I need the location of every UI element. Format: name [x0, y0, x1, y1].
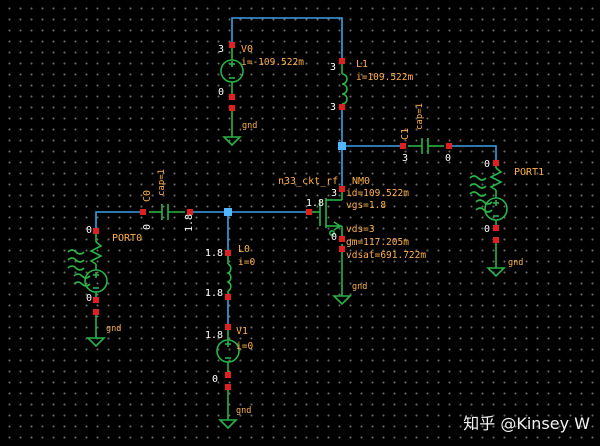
v1-gnd-label: gnd: [236, 406, 251, 416]
l0-current: i=0: [238, 257, 255, 268]
c0-capacitor[interactable]: [140, 204, 193, 220]
nm0-id: id=109.522m: [346, 188, 409, 199]
l1-inductor[interactable]: [339, 58, 348, 110]
v0-name: V0: [241, 44, 253, 55]
port1-name: PORT1: [514, 167, 544, 178]
l1-pin-bottom-voltage: 3: [330, 102, 336, 113]
nm0-name: NM0: [352, 176, 370, 187]
nm0-vdsat: vdsat=691.722m: [346, 250, 426, 261]
port1[interactable]: [469, 160, 508, 278]
v0-pin-bottom-voltage: 0: [218, 87, 224, 98]
v1-pin-bottom-voltage: 0: [212, 374, 218, 385]
nm0-vds: vds=3: [346, 224, 375, 235]
v1-name: V1: [236, 326, 248, 337]
c0-value: cap=1: [157, 169, 167, 196]
c0-pin-left-voltage: 0: [142, 224, 153, 230]
v0-current: i=-109.522m: [241, 57, 304, 68]
port0-name: PORT0: [112, 233, 142, 244]
l1-pin-top-voltage: 3: [330, 62, 336, 73]
l0-pin-bottom-voltage: 1.8: [205, 288, 223, 299]
wire-top-rail[interactable]: [231, 17, 343, 58]
nm0-source-voltage: 0: [331, 232, 337, 243]
c1-name: C1: [400, 128, 411, 140]
c1-capacitor[interactable]: [400, 138, 452, 154]
c1-value: cap=1: [415, 103, 425, 130]
port0-pin-bottom-voltage: 0: [86, 293, 92, 304]
nm0-model: n33_ckt_rf: [278, 176, 338, 187]
c0-name: C0: [142, 190, 153, 202]
v1-current: i=0: [236, 341, 253, 352]
port1-pin-bottom-voltage: 0: [484, 224, 490, 235]
l0-name: L0: [238, 244, 250, 255]
wire-port0-to-c0[interactable]: [95, 211, 143, 228]
v0-gnd-label: gnd: [242, 121, 257, 131]
port0[interactable]: [67, 228, 108, 348]
v0-pin-top-voltage: 3: [218, 44, 224, 55]
nm0-transistor[interactable]: [306, 186, 352, 306]
port0-pin-top-voltage: 0: [86, 225, 92, 236]
c1-pin-left-voltage: 3: [402, 153, 408, 164]
v1-pin-top-voltage: 1.8: [205, 330, 223, 341]
l1-name: L1: [356, 59, 368, 70]
l1-current: i=109.522m: [356, 72, 413, 83]
wires: [95, 17, 497, 324]
wire-c1-to-port1[interactable]: [450, 145, 497, 160]
port1-pin-top-voltage: 0: [484, 159, 490, 170]
l0-pin-top-voltage: 1.8: [205, 248, 223, 259]
nm0-drain-voltage: 3: [331, 188, 337, 199]
l0-inductor[interactable]: [225, 250, 232, 300]
port1-gnd-label: gnd: [508, 258, 523, 268]
v0-source[interactable]: [220, 42, 244, 147]
drain-junction-node[interactable]: [338, 142, 346, 150]
nm0-gm: gm=117.205m: [346, 237, 409, 248]
nm0-gnd-label: gnd: [352, 282, 367, 292]
nm0-gate-voltage: 1.8: [306, 198, 324, 209]
v1-source[interactable]: [216, 324, 240, 430]
nm0-vgs: vgs=1.8: [346, 200, 386, 211]
port0-gnd-label: gnd: [106, 324, 121, 334]
c1-pin-right-voltage: 0: [445, 153, 451, 164]
gate-junction-node[interactable]: [224, 208, 232, 216]
zhihu-watermark: 知乎 @Kinsey W: [463, 414, 590, 433]
c0-pin-right-voltage: 1.8: [184, 214, 195, 232]
